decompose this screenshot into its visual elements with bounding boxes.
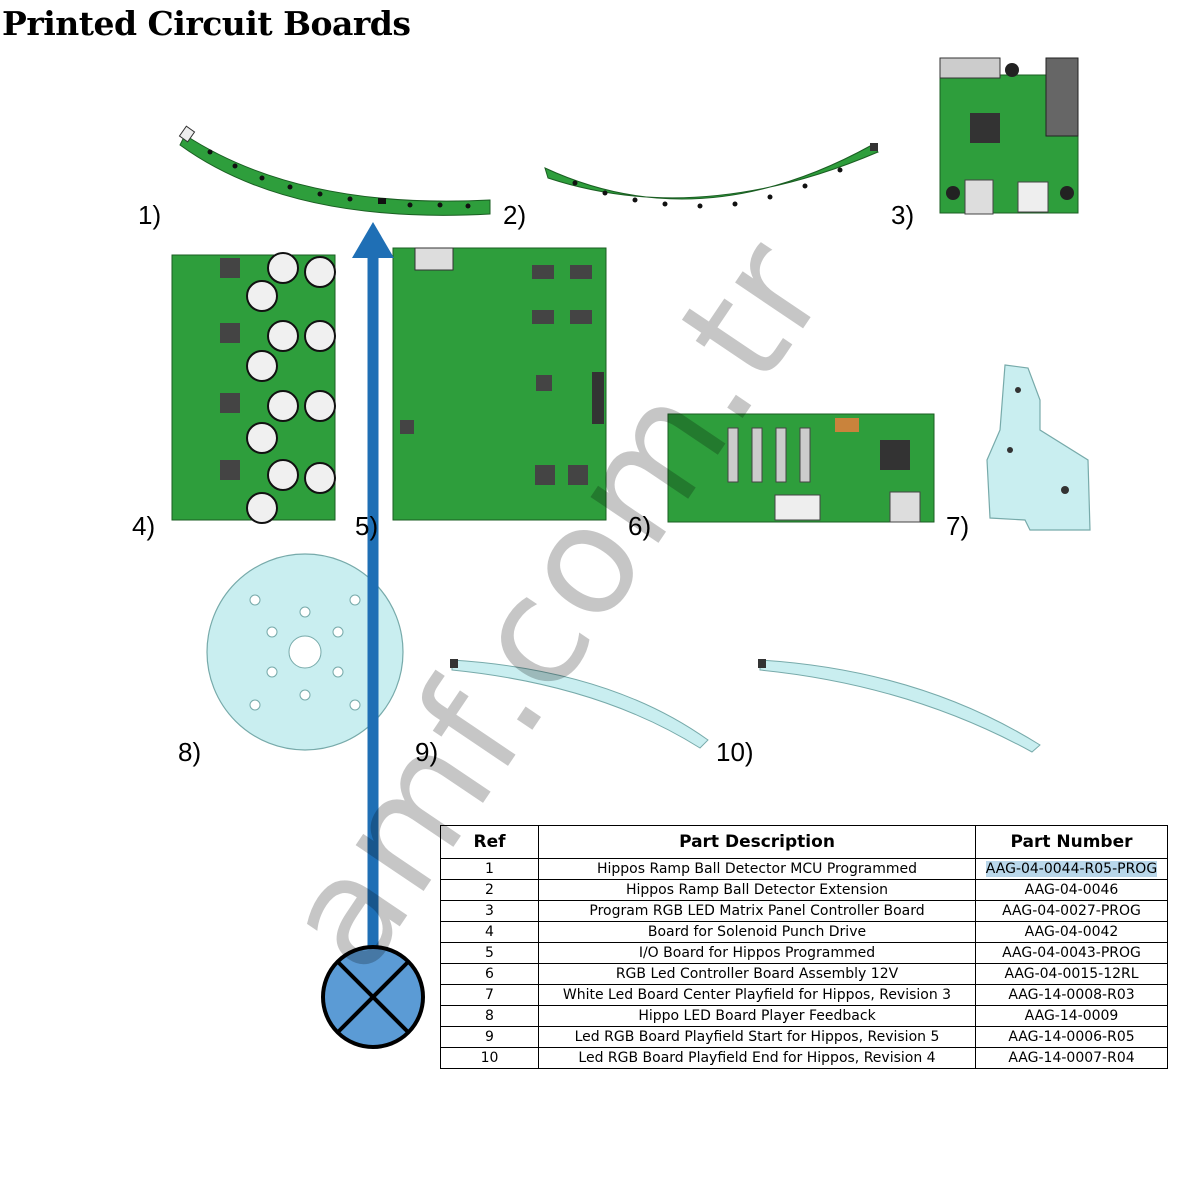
highlighted-part-number: AAG-04-0044-R05-PROG — [985, 861, 1158, 877]
board-2-image — [544, 143, 879, 209]
board-10-image — [758, 659, 1041, 753]
cell-ref: 6 — [440, 963, 539, 985]
cell-description: Board for Solenoid Punch Drive — [538, 921, 976, 943]
cell-description: I/O Board for Hippos Programmed — [538, 942, 976, 964]
board-7-image — [986, 364, 1091, 531]
board-4-image — [171, 252, 336, 524]
label-6: 6) — [628, 511, 652, 541]
cell-ref: 10 — [440, 1047, 539, 1069]
cell-ref: 3 — [440, 900, 539, 922]
table-header-row: Ref Part Description Part Number — [440, 825, 1168, 859]
label-7: 7) — [946, 511, 970, 541]
label-8: 8) — [178, 737, 202, 767]
header-description: Part Description — [538, 825, 976, 859]
page-title: Printed Circuit Boards — [2, 4, 411, 43]
cell-ref: 5 — [440, 942, 539, 964]
board-3-image — [939, 57, 1079, 215]
cell-description: White Led Board Center Playfield for Hip… — [538, 984, 976, 1006]
cell-part-number: AAG-04-0043-PROG — [975, 942, 1168, 964]
cell-ref: 8 — [440, 1005, 539, 1027]
cell-part-number: AAG-04-0046 — [975, 879, 1168, 901]
label-2: 2) — [503, 200, 527, 230]
label-5: 5) — [355, 511, 379, 541]
header-part-number: Part Number — [975, 825, 1168, 859]
arrow-head — [352, 222, 394, 258]
cell-ref: 7 — [440, 984, 539, 1006]
cell-part-number: AAG-04-0027-PROG — [975, 900, 1168, 922]
cell-description: RGB Led Controller Board Assembly 12V — [538, 963, 976, 985]
cross-marker-icon — [321, 945, 425, 1049]
cell-part-number: AAG-14-0009 — [975, 1005, 1168, 1027]
cell-ref: 1 — [440, 858, 539, 880]
header-ref: Ref — [440, 825, 539, 859]
cell-description: Program RGB LED Matrix Panel Controller … — [538, 900, 976, 922]
cell-ref: 4 — [440, 921, 539, 943]
cell-description: Hippos Ramp Ball Detector MCU Programmed — [538, 858, 976, 880]
board-5-image — [392, 247, 607, 521]
label-10: 10) — [716, 737, 754, 767]
label-9: 9) — [415, 737, 439, 767]
board-8-image — [206, 553, 404, 751]
cell-ref: 2 — [440, 879, 539, 901]
cell-part-number: AAG-14-0007-R04 — [975, 1047, 1168, 1069]
cell-description: Led RGB Board Playfield End for Hippos, … — [538, 1047, 976, 1069]
cell-part-number: AAG-04-0042 — [975, 921, 1168, 943]
label-3: 3) — [891, 200, 915, 230]
cell-ref: 9 — [440, 1026, 539, 1048]
cell-part-number: AAG-04-0044-R05-PROG — [975, 858, 1168, 880]
cell-description: Led RGB Board Playfield Start for Hippos… — [538, 1026, 976, 1048]
label-1: 1) — [138, 200, 162, 230]
cell-part-number: AAG-14-0008-R03 — [975, 984, 1168, 1006]
board-1-image — [178, 125, 491, 216]
board-9-image — [450, 659, 709, 749]
board-6-image — [667, 413, 935, 523]
cell-part-number: AAG-04-0015-12RL — [975, 963, 1168, 985]
cell-description: Hippos Ramp Ball Detector Extension — [538, 879, 976, 901]
cell-description: Hippo LED Board Player Feedback — [538, 1005, 976, 1027]
cell-part-number: AAG-14-0006-R05 — [975, 1026, 1168, 1048]
label-4: 4) — [132, 511, 156, 541]
